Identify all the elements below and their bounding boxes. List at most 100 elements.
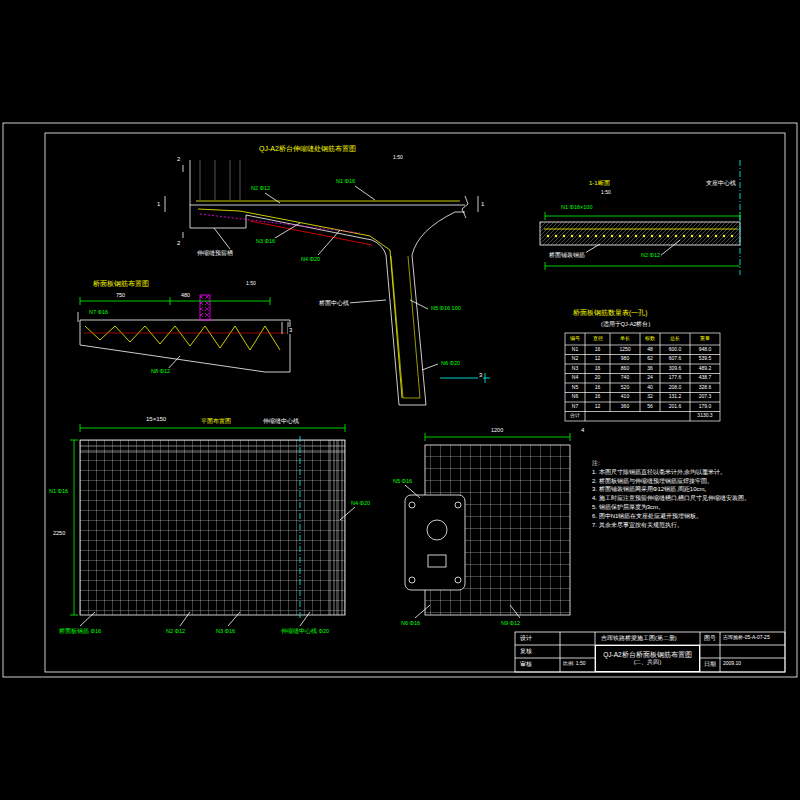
deck-slab-section (78, 295, 290, 372)
drawing-label: 1:50 (392, 155, 404, 161)
deck-slab-section (84, 333, 286, 334)
drawing-title: QJ-A2桥台桥面板钢筋布置图 (603, 651, 691, 659)
drawing-label: 480 (180, 292, 191, 298)
deck-slab-section (80, 297, 270, 305)
bearing-plate-grid (455, 577, 461, 583)
section-1-1 (545, 262, 740, 270)
table-cell: 16 (594, 385, 602, 391)
drawing-label: 伸缩缝预留槽 (196, 250, 234, 256)
note-line: 注: (592, 460, 777, 468)
drawing-label: 1-1断面 (588, 180, 611, 187)
bearing-plate-grid (405, 433, 570, 618)
deck-slab-section (80, 320, 290, 372)
section-1-1 (544, 229, 738, 230)
drawing-label: 伸缩缝中心线 (262, 418, 300, 424)
table-cell: 201.6 (668, 404, 683, 410)
note-line: 2. 桥面板钢筋与伸缩缝预埋钢筋应焊接牢固。 (592, 478, 777, 486)
abutment-section (246, 215, 372, 240)
table-cell: 36 (646, 366, 654, 372)
table-cell: 62 (646, 356, 654, 362)
plan-rebar-grid (80, 424, 345, 432)
section-1-1 (542, 224, 738, 244)
sheet-frame (3, 123, 797, 677)
table-cell: 合计 (569, 413, 581, 419)
drawing-label: 复核 (519, 648, 533, 654)
drawing-label: 1 (480, 201, 485, 208)
table-cell: 总长 (669, 336, 681, 342)
table-cell: N2 (571, 356, 579, 362)
abutment-section (214, 186, 438, 370)
table-cell: 16 (594, 394, 602, 400)
deck-slab-section (200, 295, 210, 320)
table-cell: 489.2 (698, 366, 713, 372)
table-cell: 309.6 (668, 366, 683, 372)
bearing-plate-grid (425, 433, 570, 441)
drawing-label: (适用于QJ-A2桥台) (600, 321, 651, 327)
notes-block: 注:1. 本图尺寸除钢筋直径以毫米计外,余均以厘米计。2. 桥面板钢筋与伸缩缝预… (592, 460, 777, 530)
table-cell: 207.3 (698, 394, 713, 400)
drawing-label: N7 Φ16 (88, 309, 109, 315)
drawing-label: 设计 (519, 635, 533, 641)
title-block (515, 632, 785, 672)
table-cell: 40 (646, 385, 654, 391)
abutment-section (391, 256, 420, 398)
table-cell: N1 (571, 347, 579, 353)
quantity-table (565, 333, 720, 421)
bearing-plate-grid (405, 495, 465, 590)
drawing-label: 1:50 (600, 190, 612, 196)
drawing-label: N4 Φ20 (350, 500, 371, 506)
note-line: 6. 图中N1钢筋在支座处应避开预埋钢板。 (592, 513, 777, 521)
abutment-section (250, 221, 372, 245)
table-cell: 1250 (618, 347, 631, 353)
table-cell: 948.0 (698, 347, 713, 353)
drawing-label: 15×150 (145, 416, 167, 423)
drawing-label: 1:50 (245, 281, 257, 287)
drawing-label: 伸缩缝中心线 Φ20 (280, 628, 330, 634)
table-cell: 600.0 (668, 347, 683, 353)
table-cell: 539.5 (698, 356, 713, 362)
drawing-label: 750 (115, 292, 126, 298)
table-cell: 20 (594, 375, 602, 381)
section-1-1 (740, 160, 741, 275)
drawing-label: 吉珲施桥-05-A-07-25 (722, 635, 771, 641)
table-cell: 131.2 (668, 394, 683, 400)
bearing-plate-grid (409, 577, 415, 583)
drawing-label: 2 (176, 156, 181, 163)
plan-rebar-grid (80, 440, 345, 615)
section-1-1 (580, 240, 680, 256)
table-cell: 16 (594, 366, 602, 372)
table-cell: 520 (620, 385, 630, 391)
drawing-label: 平面布置图 (200, 418, 232, 425)
table-cell: N7 (571, 404, 579, 410)
drawing-label: QJ-A2桥台伸缩缝处钢筋布置图 (258, 145, 357, 153)
abutment-section (165, 165, 478, 238)
drawing-label: 日期 (703, 661, 717, 667)
drawing-label: 3 (478, 372, 483, 379)
drawing-label: N1 Φ16×100 (560, 204, 593, 210)
table-cell: 607.6 (668, 356, 683, 362)
drawing-label: N4 Φ20 (300, 256, 321, 262)
note-line: 4. 施工时应注意预留伸缩缝槽口,槽口尺寸见伸缩缝安装图。 (592, 495, 777, 503)
table-cell: 438.7 (698, 375, 713, 381)
drawing-label: N8 Φ12 (150, 368, 171, 374)
table-cell: 740 (620, 375, 630, 381)
table-cell: 24 (646, 375, 654, 381)
drawing-label: 1 (156, 201, 161, 208)
abutment-section (165, 160, 490, 405)
drawing-label: 支座中心线 (705, 180, 737, 186)
drawing-label: 4 (580, 427, 585, 434)
note-line: 3. 桥面铺装钢筋网采用Φ12钢筋,间距10cm。 (592, 486, 777, 494)
drawing-label: N3 Φ16 (215, 628, 236, 634)
table-cell: 16 (594, 347, 602, 353)
sheet-frame (3, 123, 797, 677)
plan-rebar-grid (80, 440, 345, 615)
abutment-section (196, 201, 460, 398)
abutment-section (190, 205, 465, 206)
drawing-label: N5 Φ16 100 (430, 305, 462, 311)
drawing-label: 桥面铺装钢筋 (548, 252, 586, 258)
bearing-plate-grid (455, 502, 461, 508)
drawing-label: 2009.10 (722, 661, 742, 667)
plan-rebar-grid (70, 424, 355, 626)
table-cell: 直径 (592, 336, 604, 342)
